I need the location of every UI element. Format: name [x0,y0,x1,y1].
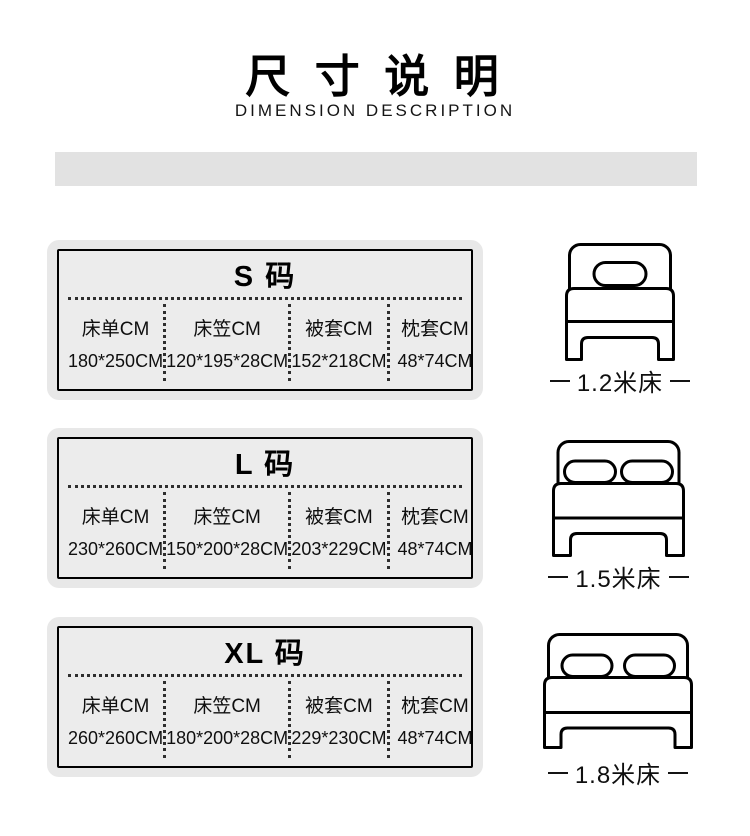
spec-cell-pillowcase: 枕套CM 48*74CM [390,304,481,381]
spec-cell-duvet-cover: 被套CM 203*229CM [291,492,390,569]
spec-value: 180*200*28CM [166,727,289,748]
spec-name: 床笠CM [193,695,261,717]
bed-figure-1-2m: 1.2米床 [549,243,691,398]
spec-name: 枕套CM [401,695,469,717]
label-dash-right [670,379,691,382]
size-card-s-inner: S 码 床单CM 180*250CM 床笠CM 120*195*28CM 被套C… [57,249,473,391]
bed-size-caption: 1.8米床 [547,755,689,790]
size-card-s: S 码 床单CM 180*250CM 床笠CM 120*195*28CM 被套C… [47,240,483,400]
spec-value: 48*74CM [397,350,473,371]
single-bed-icon [565,243,675,361]
spec-row: 床单CM 180*250CM 床笠CM 120*195*28CM 被套CM 15… [68,304,472,381]
double-bed-icon [552,440,685,557]
king-bed-icon [543,633,693,749]
spec-cell-sheet: 床单CM 180*250CM [68,304,167,381]
page-title: 尺 寸 说 明 [245,51,505,102]
spec-cell-duvet-cover: 被套CM 229*230CM [291,681,390,758]
pillow-icon [620,459,674,484]
spec-cell-fitted-sheet: 床笠CM 150*200*28CM [166,492,292,569]
spec-cell-pillowcase: 枕套CM 48*74CM [390,492,481,569]
pillow-icon [560,653,614,678]
spec-value: 180*250CM [68,350,164,371]
spec-value: 48*74CM [397,727,473,748]
dotted-divider [68,297,462,300]
bed-size-label: 1.5米床 [575,566,662,593]
spec-name: 被套CM [305,695,373,717]
divider-band [55,152,697,186]
spec-value: 230*260CM [68,538,164,559]
spec-value: 203*229CM [291,538,387,559]
spec-name: 枕套CM [401,318,469,340]
label-dash-right [668,771,689,774]
size-card-xl-inner: XL 码 床单CM 260*260CM 床笠CM 180*200*28CM 被套… [57,626,473,768]
size-card-l-inner: L 码 床单CM 230*260CM 床笠CM 150*200*28CM 被套C… [57,437,473,579]
spec-name: 床单CM [81,318,150,340]
spec-row: 床单CM 260*260CM 床笠CM 180*200*28CM 被套CM 22… [68,681,472,758]
spec-cell-sheet: 床单CM 260*260CM [68,681,167,758]
pillow-icon [592,261,648,287]
spec-value: 152*218CM [291,350,387,371]
bed-size-caption: 1.2米床 [549,363,691,398]
label-dash-left [549,379,570,382]
size-card-title: XL 码 [224,638,306,670]
size-card-l: L 码 床单CM 230*260CM 床笠CM 150*200*28CM 被套C… [47,428,483,588]
spec-row: 床单CM 230*260CM 床笠CM 150*200*28CM 被套CM 20… [68,492,472,569]
spec-value: 260*260CM [68,727,164,748]
label-dash-left [548,575,569,578]
bed-figure-1-5m: 1.5米床 [548,440,689,594]
spec-value: 48*74CM [397,538,473,559]
spec-name: 床单CM [81,506,150,528]
pillow-icon [563,459,617,484]
spec-cell-sheet: 床单CM 230*260CM [68,492,167,569]
size-card-title: S 码 [233,261,297,293]
spec-cell-fitted-sheet: 床笠CM 120*195*28CM [166,304,292,381]
label-dash-right [668,575,689,578]
bed-figure-1-8m: 1.8米床 [543,633,693,790]
dotted-divider [68,674,462,677]
spec-name: 床单CM [81,695,150,717]
spec-name: 被套CM [305,506,373,528]
size-card-title: L 码 [234,449,296,481]
spec-value: 229*230CM [291,727,387,748]
bed-size-label: 1.8米床 [574,762,662,789]
dotted-divider [68,485,462,488]
spec-name: 床笠CM [193,318,261,340]
spec-cell-duvet-cover: 被套CM 152*218CM [291,304,390,381]
pillow-icon [623,653,676,678]
spec-cell-pillowcase: 枕套CM 48*74CM [390,681,481,758]
size-card-xl: XL 码 床单CM 260*260CM 床笠CM 180*200*28CM 被套… [47,617,483,777]
spec-name: 枕套CM [401,506,469,528]
spec-cell-fitted-sheet: 床笠CM 180*200*28CM [166,681,292,758]
spec-name: 被套CM [305,318,373,340]
bed-size-label: 1.2米床 [576,370,664,397]
page-subtitle: DIMENSION DESCRIPTION [234,101,516,120]
spec-value: 150*200*28CM [166,538,289,559]
label-dash-left [547,771,568,774]
bed-size-caption: 1.5米床 [548,559,689,594]
spec-name: 床笠CM [193,506,261,528]
spec-value: 120*195*28CM [166,350,289,371]
